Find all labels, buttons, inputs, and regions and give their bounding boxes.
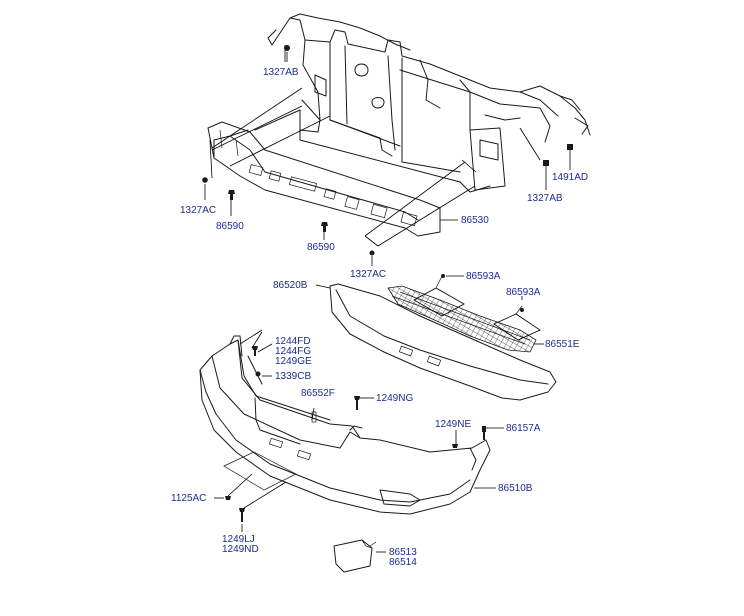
label-86551E: 86551E (545, 339, 580, 350)
bumper-lower-cover-86510B (199, 335, 491, 515)
label-86593A-2: 86593A (506, 287, 541, 298)
label-1249GE: 1249GE (275, 356, 312, 367)
part-labels: 1327AB 1327AC 86590 86590 86530 1327AC 1… (171, 67, 588, 568)
radiator-grille-86551E (387, 274, 541, 353)
label-1327AC-left: 1327AC (180, 205, 216, 216)
label-1249ND: 1249ND (222, 544, 259, 555)
label-1327AB-right: 1327AB (527, 193, 563, 204)
label-1249NE: 1249NE (435, 419, 471, 430)
bumper-upper-cover-86520B (329, 283, 557, 401)
label-1125AC: 1125AC (171, 493, 206, 504)
label-86510B: 86510B (498, 483, 533, 494)
fasteners-lower (225, 346, 486, 522)
label-86552F: 86552F (301, 388, 335, 399)
radiator-support-panel (254, 13, 591, 193)
assembly-guide-lines (209, 45, 541, 247)
label-1327AC-bottom: 1327AC (350, 269, 386, 280)
label-leaders (204, 52, 571, 553)
label-1327AB-top: 1327AB (263, 67, 299, 78)
label-86514: 86514 (389, 557, 417, 568)
tow-hook-cover-86513 (333, 539, 377, 573)
label-86157A: 86157A (506, 423, 541, 434)
label-1339CB: 1339CB (275, 371, 311, 382)
assembly-guide-lines-lower (227, 329, 287, 509)
label-86520B: 86520B (273, 280, 308, 291)
label-1244FD: 1244FD (275, 336, 311, 347)
label-1249NG: 1249NG (376, 393, 413, 404)
label-86530: 86530 (461, 215, 489, 226)
bumper-beam-86530 (207, 121, 441, 237)
label-86590-mid: 86590 (307, 242, 335, 253)
label-86590-left: 86590 (216, 221, 244, 232)
label-86593A-1: 86593A (466, 271, 501, 282)
label-86513: 86513 (389, 547, 417, 558)
fasteners-upper (202, 45, 573, 256)
label-1244FG: 1244FG (275, 346, 311, 357)
label-1249LJ: 1249LJ (222, 534, 255, 545)
label-1491AD: 1491AD (552, 172, 588, 183)
